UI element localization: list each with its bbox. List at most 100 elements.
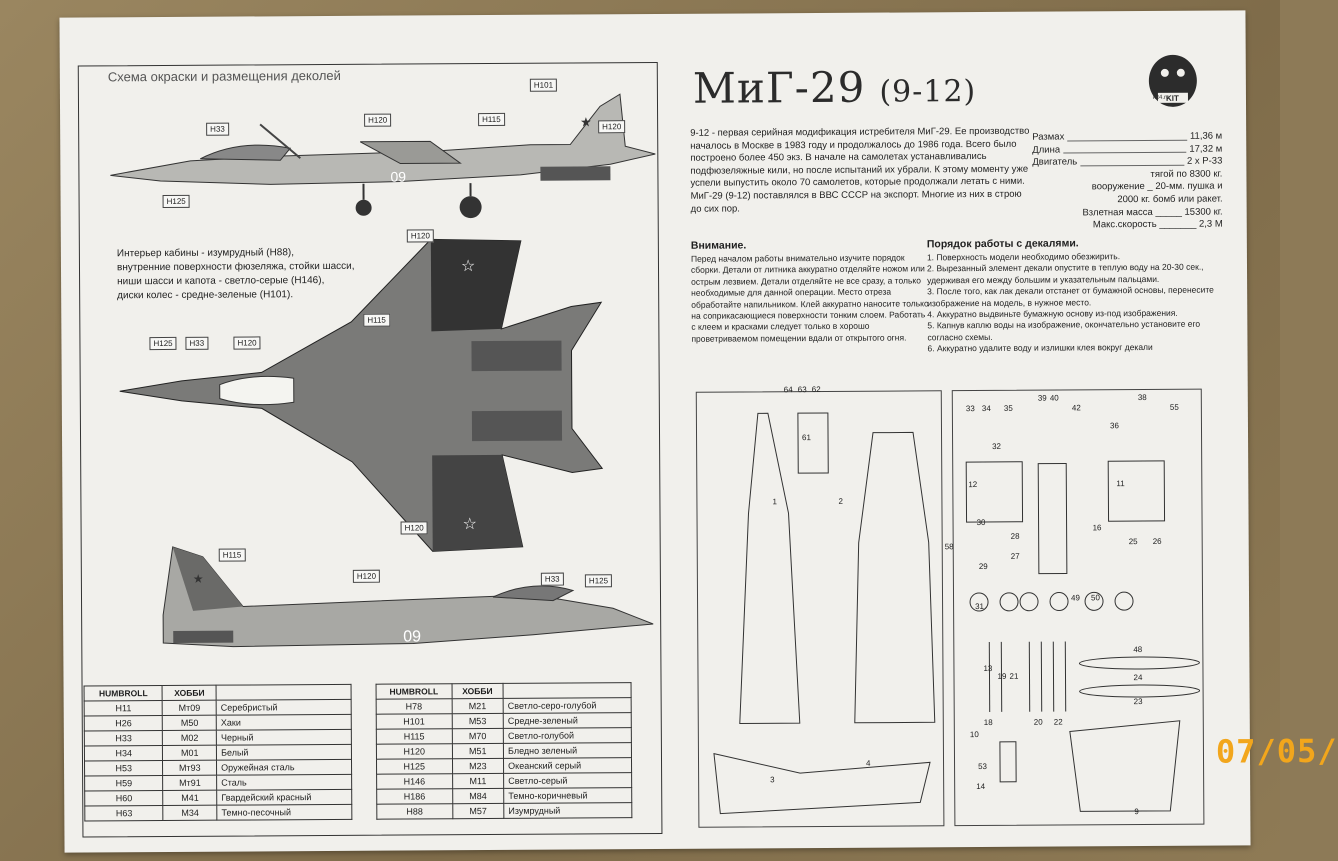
instruction-sheet: Схема окраски и размещения деколей 09 ★ … [59, 10, 1338, 853]
table-cell: M21 [451, 698, 504, 714]
part-number: 42 [1071, 403, 1081, 413]
title-sub: (9-12) [879, 74, 977, 110]
note-line: Интерьер кабины - изумрудный (H88), [116, 247, 295, 260]
note-line: диски колес - средне-зеленые (H101). [117, 289, 294, 302]
decal-step: 3. После того, как лак декали отстанет о… [927, 284, 1214, 308]
table-cell: H60 [84, 790, 164, 806]
part-number: 2 [838, 496, 843, 506]
part-number: 48 [1133, 645, 1143, 655]
table-cell: H53 [84, 760, 164, 776]
table-cell: Светло-голубой [503, 727, 632, 744]
svg-text:☆: ☆ [461, 258, 475, 275]
part-number: 11 [1116, 479, 1125, 489]
table-cell: Белый [216, 744, 352, 761]
spec-row: Длина 17,32 м [1032, 143, 1222, 157]
part-number: 64 [783, 385, 793, 395]
callout-h120-side: H120 [352, 569, 381, 583]
table-cell: Гвардейский красный [216, 789, 352, 806]
spec-extra: тягой по 8300 кг. [1150, 168, 1223, 180]
table-cell: H146 [376, 773, 453, 790]
table-cell: Светло-серо-голубой [503, 697, 632, 714]
callout-h115-plan: H115 [363, 313, 390, 327]
spec-value: 17,32 м [1189, 143, 1223, 155]
table-cell: Мт09 [162, 700, 217, 716]
date-stamp: 07/05/ [1215, 731, 1338, 771]
part-number: 3 [770, 775, 775, 785]
spec-label: Двигатель [1032, 156, 1078, 168]
aircraft-side-view-top: 09 ★ [110, 93, 656, 219]
attention-text: Перед началом работы внимательно изучите… [690, 252, 929, 344]
callout-h120-top: H120 [364, 113, 392, 127]
table-cell: H88 [376, 803, 453, 820]
scheme-title: Схема окраски и размещения деколей [107, 67, 341, 85]
callout-h125-plan: H125 [149, 336, 177, 351]
table-cell: Хаки [216, 714, 352, 731]
part-number: 31 [975, 601, 985, 612]
part-number: 23 [1133, 697, 1143, 707]
table-header: ХОББИ [162, 685, 217, 701]
svg-text:KIT: KIT [1166, 94, 1179, 103]
decal-steps: 1. Поверхность модели необходимо обезжир… [927, 251, 1228, 355]
table-cell: M34 [163, 805, 217, 821]
table-cell: H26 [84, 715, 163, 731]
spec-extra: Макс.скорость _______ 2,3 М [1092, 218, 1223, 231]
callout-h33-top: H33 [206, 122, 229, 136]
svg-text:09: 09 [403, 628, 421, 645]
part-number: 24 [1133, 673, 1143, 683]
table-cell: H63 [84, 805, 164, 821]
part-number: 38 [1137, 392, 1147, 403]
table-cell: Оружейная сталь [216, 759, 352, 776]
callout-h115-top: H115 [478, 112, 505, 127]
table-cell: H78 [376, 698, 452, 715]
part-number: 28 [1010, 531, 1020, 541]
callout-h125-side: H125 [584, 574, 613, 588]
table-cell: H115 [376, 728, 452, 745]
title-main: МиГ-29 [692, 62, 866, 113]
table-header: HUMBROLL [84, 685, 163, 701]
aircraft-plan-view: ☆ ☆ [119, 238, 604, 552]
table-cell: H11 [84, 700, 163, 716]
table-cell: H101 [376, 713, 452, 730]
part-number: 20 [1033, 717, 1043, 727]
callout-h120b-top: H120 [598, 120, 626, 134]
callout-h120-plan-left: H120 [233, 336, 261, 350]
part-number: 35 [1003, 403, 1013, 413]
note-line: внутренние поверхности фюзеляжа, стойки … [116, 260, 355, 274]
note-line: ниши шасси и капота - светло-серые (H146… [117, 275, 325, 288]
table-cell: H186 [376, 788, 453, 805]
part-number: 26 [1152, 536, 1162, 546]
part-number: 19 [997, 671, 1007, 681]
brand-logo-icon: KIT [1148, 54, 1197, 107]
table-cell: Мт91 [163, 775, 217, 791]
part-number: 39 [1037, 393, 1047, 403]
part-number: 58 [944, 542, 954, 552]
part-number: 9 [1134, 807, 1139, 817]
callout-h115-side: H115 [218, 548, 246, 562]
part-number: 22 [1053, 717, 1063, 727]
part-number: 50 [1090, 593, 1100, 603]
spec-label: Размах [1032, 131, 1065, 143]
table-cell: Серебристый [216, 699, 352, 716]
svg-text:★: ★ [193, 572, 204, 586]
svg-text:09: 09 [390, 169, 406, 185]
table-cell: Океанский серый [503, 757, 632, 774]
sprue-parts-drawing [713, 412, 1201, 815]
part-number: 18 [983, 717, 993, 727]
table-cell: H59 [84, 775, 164, 791]
callout-h125-top: H125 [162, 194, 190, 209]
decal-step: 5. Капнув каплю воды на изображение, око… [927, 319, 1201, 343]
part-number: 34 [981, 403, 991, 414]
part-number: 53 [978, 761, 987, 772]
logo-caption: kit4.ru [1152, 94, 1170, 101]
table-cell: Темно-песочный [216, 804, 352, 821]
part-number: 61 [802, 433, 811, 443]
spec-label: Длина [1032, 144, 1061, 156]
